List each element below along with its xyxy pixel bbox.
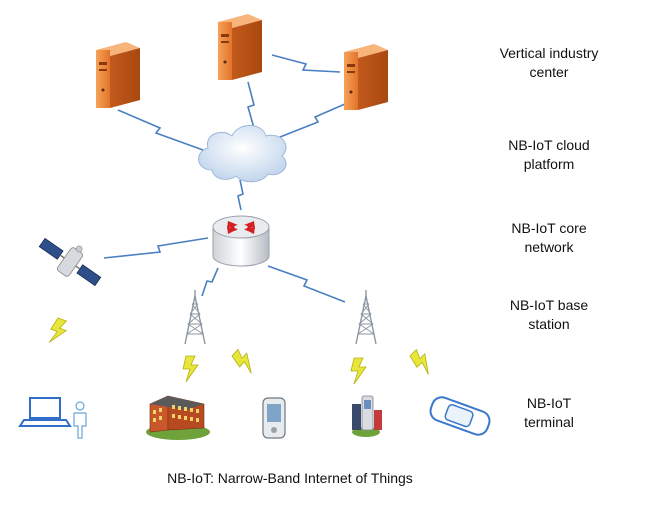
label-vertical-industry-center: Vertical industry center (499, 45, 599, 80)
bolt-tower1-building (182, 355, 199, 383)
person-icon (73, 401, 87, 439)
label-core-network: NB-IoT core network (511, 220, 587, 255)
link-core-tower1 (201, 267, 219, 297)
link-core-tower2 (267, 265, 346, 303)
link-server2-server3 (271, 54, 341, 73)
building-icon (146, 395, 210, 440)
label-terminal: NB-IoT terminal (524, 395, 574, 430)
server-icon (344, 44, 388, 110)
laptop-icon (18, 397, 72, 427)
diagram-caption: NB-IoT: Narrow-Band Internet of Things (167, 470, 413, 486)
server-icon (218, 14, 262, 80)
link-server3-cloud (279, 103, 346, 138)
vertical-industry-servers (96, 14, 388, 110)
satellite-icon (38, 237, 102, 287)
label-cloud-platform: NB-IoT cloud platform (508, 137, 590, 172)
bolt-tower1-phone (229, 346, 260, 377)
tower-icon (184, 289, 206, 345)
bolt-tower2-handset (350, 357, 367, 385)
link-server1-cloud (117, 109, 204, 151)
wireless-links (45, 316, 438, 385)
handset-icon (352, 395, 382, 437)
tower-icon (355, 289, 377, 345)
cloud-icon (198, 125, 287, 183)
link-server2-cloud (247, 81, 255, 129)
phone-icon (262, 397, 286, 439)
link-core-satellite (103, 237, 209, 259)
car-icon (429, 396, 491, 436)
bolt-satellite-laptop (45, 316, 70, 347)
network-links (103, 54, 346, 303)
link-cloud-core (237, 179, 244, 211)
server-icon (96, 42, 140, 108)
bolt-tower2-car (407, 347, 438, 377)
router-icon (212, 215, 270, 267)
label-base-station: NB-IoT base station (509, 297, 589, 332)
